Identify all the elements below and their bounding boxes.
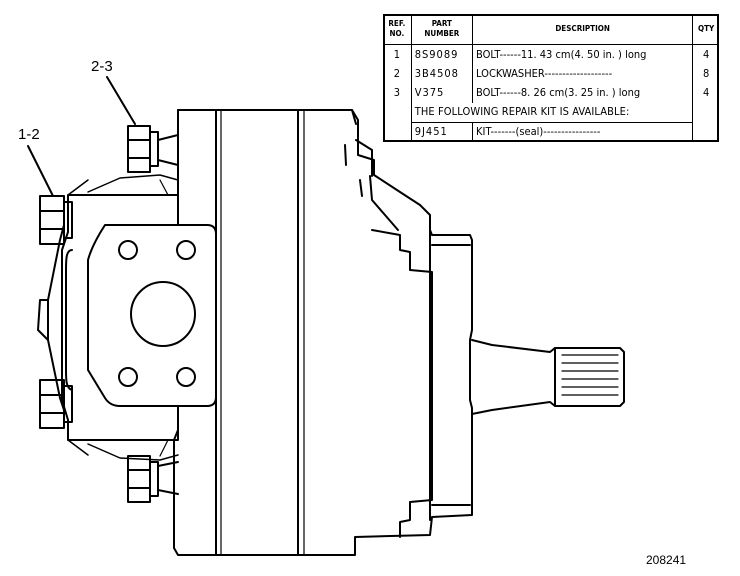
callout-1-2: 1-2 [18, 126, 40, 143]
row-part-number: 3B4508 [410, 64, 473, 84]
header-ref-no: REF.NO. [383, 14, 412, 45]
row-ref: 3 [393, 85, 400, 99]
row-part-number: V375 [410, 83, 473, 103]
table-row: 3 V375 BOLT------8. 26 cm(3. 25 in. ) lo… [383, 83, 719, 103]
kit-note-row: THE FOLLOWING REPAIR KIT IS AVAILABLE: [383, 102, 719, 123]
pump-body-outline [173, 109, 473, 556]
drive-shaft [471, 339, 625, 415]
table-row: 1 8S9089 BOLT------11. 43 cm(4. 50 in. )… [383, 44, 719, 65]
kit-row: 9J451 KIT-------(seal)---------------- [383, 121, 719, 142]
callout-2-3: 2-3 [91, 58, 113, 75]
central-port [130, 281, 196, 347]
kit-description: KIT-------(seal)---------------- [472, 121, 693, 142]
plate-hole-upper-left [118, 240, 138, 260]
table-row: 2 3B4508 LOCKWASHER------------------- 8 [383, 64, 719, 84]
figure-number: 208241 [646, 553, 687, 567]
row-ref: 1 [393, 47, 400, 61]
row-qty: 4 [692, 83, 719, 103]
row-description: BOLT------8. 26 cm(3. 25 in. ) long [472, 83, 693, 103]
row-qty: 4 [692, 44, 719, 65]
rear-housing-steps [351, 109, 433, 538]
plate-hole-lower-left [118, 367, 138, 387]
leader-line-left [27, 145, 54, 197]
kit-note: THE FOLLOWING REPAIR KIT IS AVAILABLE: [410, 102, 693, 123]
plate-hole-lower-right [176, 367, 196, 387]
kit-part-number: 9J451 [410, 121, 473, 142]
row-description: BOLT------11. 43 cm(4. 50 in. ) long [472, 44, 693, 65]
upper-bolt [127, 125, 179, 173]
row-ref: 2 [393, 66, 400, 80]
plate-hole-upper-right [176, 240, 196, 260]
header-qty: QTY [692, 14, 719, 45]
row-part-number: 8S9089 [410, 44, 473, 65]
leader-line-upper [106, 76, 136, 125]
header-description: DESCRIPTION [472, 14, 693, 45]
row-description: LOCKWASHER------------------- [472, 64, 693, 84]
lower-bolt [127, 455, 179, 503]
row-qty: 8 [692, 64, 719, 84]
mounting-plate [87, 224, 217, 407]
left-upper-bolt [39, 195, 73, 245]
left-lower-bolt [39, 379, 73, 429]
